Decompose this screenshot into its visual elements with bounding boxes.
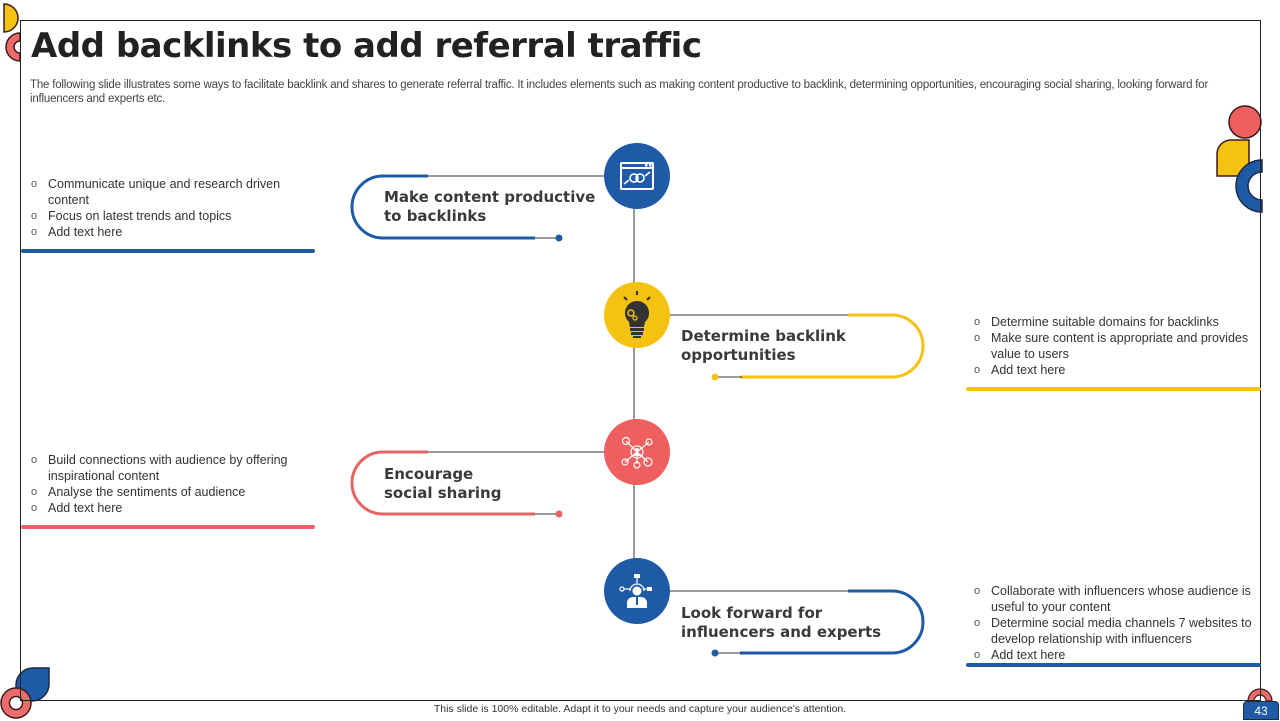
step3-underline-bar [21, 525, 315, 529]
lightbulb-gear-icon [623, 291, 651, 338]
step1-bullet-list: Communicate unique and research driven c… [30, 176, 300, 240]
list-item: Add text here [973, 647, 1258, 663]
step1-bracket [350, 174, 535, 240]
slide-subtitle: The following slide illustrates some way… [30, 79, 1209, 105]
step2-bracket [740, 313, 925, 379]
step1-underline-bar [21, 249, 315, 253]
list-item: Determine suitable domains for backlinks [973, 314, 1258, 330]
social-network-icon [621, 436, 653, 469]
slide-title: Add backlinks to add referral traffic [31, 26, 702, 66]
list-item: Add text here [973, 362, 1258, 378]
step2-label: Determine backlink opportunities [681, 327, 846, 364]
step4-underline-bar [966, 663, 1261, 667]
page-number: 43 [1243, 701, 1279, 720]
step4-label: Look forward for influencers and experts [681, 604, 882, 641]
list-item: Collaborate with influencers whose audie… [973, 583, 1258, 615]
step4-icon-circle [604, 558, 670, 624]
list-item: Determine social media channels 7 websit… [973, 615, 1258, 647]
step2-underline-bar [966, 387, 1261, 391]
yellow-leaf-shape [1216, 139, 1250, 177]
slide-frame [20, 20, 1261, 701]
web-link-icon [620, 162, 654, 190]
red-arc-shape [5, 32, 21, 62]
step4-bracket [740, 589, 925, 655]
step3-bracket [350, 450, 535, 516]
step1-dot [555, 234, 563, 242]
step1-icon-circle [604, 143, 670, 209]
list-item: Communicate unique and research driven c… [30, 176, 300, 208]
step3-bullet-list: Build connections with audience by offer… [30, 452, 315, 516]
step2-dot [711, 373, 719, 381]
step3-icon-circle [604, 419, 670, 485]
blue-arc-shape [1235, 159, 1263, 213]
list-item: Add text here [30, 500, 315, 516]
influencer-icon [619, 574, 652, 608]
yellow-half-circle-shape [3, 3, 19, 33]
list-item: Focus on latest trends and topics [30, 208, 300, 224]
step2-bullet-list: Determine suitable domains for backlinks… [973, 314, 1258, 378]
step3-dot [555, 510, 563, 518]
list-item: Build connections with audience by offer… [30, 452, 315, 484]
red-circle-shape [1228, 105, 1262, 139]
step1-label: Make content productive to backlinks [384, 188, 596, 225]
step4-dot [711, 649, 719, 657]
list-item: Add text here [30, 224, 300, 240]
step4-bullet-list: Collaborate with influencers whose audie… [973, 583, 1258, 663]
step3-label: Encourage social sharing [384, 465, 502, 502]
step2-icon-circle [604, 282, 670, 348]
footer-note: This slide is 100% editable. Adapt it to… [433, 703, 847, 715]
list-item: Analyse the sentiments of audience [30, 484, 315, 500]
list-item: Make sure content is appropriate and pro… [973, 330, 1258, 362]
